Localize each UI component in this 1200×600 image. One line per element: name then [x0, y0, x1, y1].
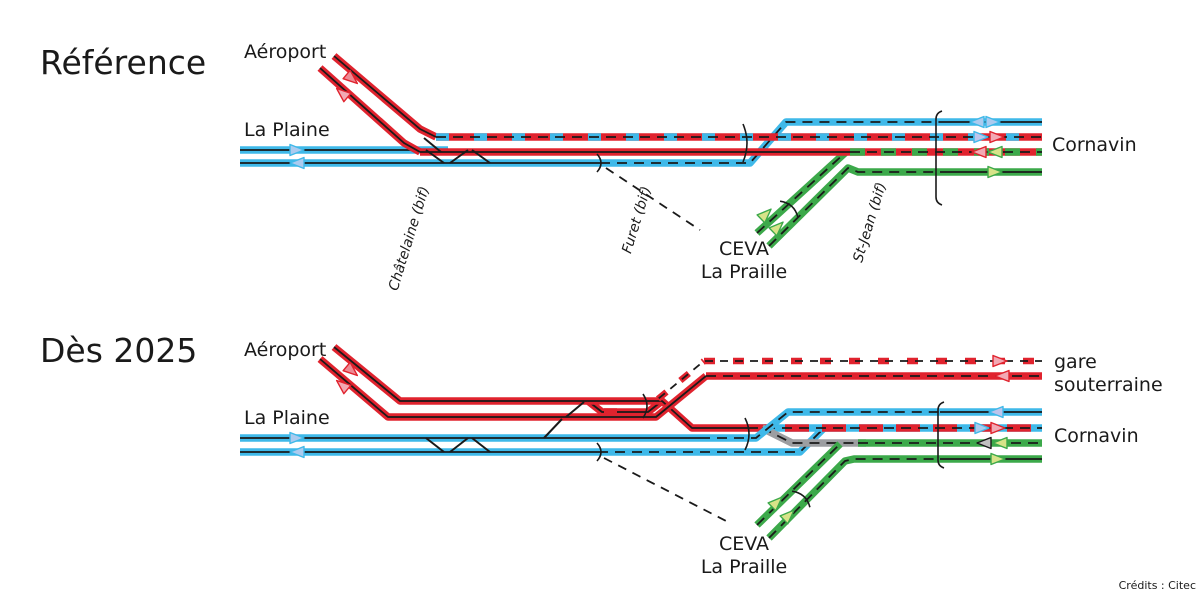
f25-mid-mark [744, 417, 750, 451]
ref-aero-up-arrow-icon [335, 87, 352, 103]
label-laplaine-top: La Plaine [244, 119, 330, 141]
f25-station-mark [937, 401, 945, 469]
title-2025: Dès 2025 [40, 331, 197, 370]
title-reference: Référence [40, 43, 206, 82]
f25-c2-red-arrow-icon [990, 421, 1006, 435]
f25-ceva-up-2-arrow-icon [779, 509, 795, 525]
f25-red-upper-cont-centerline [588, 400, 750, 429]
ref-red-diag-upper-centerline [333, 55, 437, 138]
ref-aero-down-arrow-icon [342, 69, 359, 85]
f25-red-diag-lower-centerline [319, 358, 707, 418]
f25-green-diag-b-centerline [768, 458, 940, 539]
f25-c4-green-arrow-icon [990, 452, 1006, 466]
f25-ceva-pointer [603, 457, 729, 523]
f25-blue-lower-dash-centerline [598, 427, 825, 453]
f25-green-diag-b [766, 455, 940, 541]
label-aeroport-top: Aéroport [244, 41, 326, 63]
ref-l1-left-arrow-icon [969, 115, 985, 129]
f25-stjean-mark [791, 490, 811, 508]
label-aeroport-bot: Aéroport [244, 339, 326, 361]
ref-stjean-mark [779, 200, 799, 218]
label-ceva-bot-1: CEVA [719, 533, 769, 555]
f25-gare1-right-arrow-icon [992, 354, 1008, 368]
f25-x4-crossover [543, 418, 563, 439]
f25-x5-crossover [565, 401, 585, 418]
ref-station-mark [935, 110, 943, 206]
label-stjean: St-Jean (bif) [850, 180, 889, 264]
f25-c2-blue-arrow-icon [974, 421, 990, 435]
ref-x3-crossover [471, 149, 491, 164]
ref-l2-red-arrow-icon [989, 130, 1005, 144]
ref-mid-mark [742, 123, 748, 163]
ref-green-diag-a-centerline [756, 151, 847, 234]
ref-green-diag-b [766, 164, 940, 249]
ref-l1-right-arrow-icon [985, 115, 1001, 129]
label-cornavin-bot: Cornavin [1054, 425, 1139, 447]
f25-red-loop-centerline [587, 400, 663, 413]
label-cornavin-top: Cornavin [1052, 134, 1137, 156]
f25-c3-green-arrow-icon [992, 436, 1008, 450]
ref-x2-crossover [449, 149, 469, 164]
label-ceva-bot-2: La Praille [701, 556, 787, 578]
ref-ceva-pointer [605, 167, 701, 231]
ref-l3-red-arrow-icon [971, 145, 987, 159]
f25-red-diag-upper [331, 344, 588, 405]
f25-laplaine-r-arrow-icon [289, 431, 305, 445]
ref-laplaine-l-arrow-icon [289, 156, 305, 170]
ref-l4-green-arrow-icon [987, 165, 1003, 179]
ref-green-diag-b-centerline [768, 167, 940, 247]
f25-gray-link [760, 424, 866, 447]
ref-laplaine-r-arrow-icon [289, 143, 305, 157]
ref-furet-mark [596, 153, 602, 173]
label-laplaine-bot: La Plaine [244, 407, 330, 429]
f25-c1-left-arrow-icon [988, 405, 1004, 419]
label-furet: Furet (bif) [619, 184, 655, 255]
label-gare-2: souterraine [1054, 374, 1163, 396]
f25-dash-diag [655, 358, 707, 402]
f25-x1-crossover [425, 437, 445, 453]
f25-blue-upper-dash-centerline [700, 411, 940, 439]
f25-aero-down-arrow-icon [342, 361, 359, 377]
ref-l2-blue-arrow-icon [973, 130, 989, 144]
label-chatelaine: Châtelaine (bif) [386, 184, 433, 292]
f25-red-diag-upper-centerline [333, 346, 588, 402]
f25-loop-mark [642, 393, 648, 419]
ref-blue-lower-dash [600, 118, 940, 167]
label-ceva-top-1: CEVA [719, 238, 769, 260]
f25-ceva-up-1-arrow-icon [767, 496, 783, 512]
credits: Crédits : Citec [1119, 579, 1196, 592]
ref-ceva-up-2-arrow-icon [768, 221, 784, 237]
f25-x3-crossover [471, 437, 491, 453]
ref-x1-crossover [425, 149, 445, 164]
ref-x4-crossover [423, 137, 442, 153]
f25-dash-diag-centerline [657, 360, 705, 400]
label-gare-1: gare [1054, 351, 1097, 373]
f25-aero-up-arrow-icon [335, 379, 352, 395]
ref-ceva-up-1-arrow-icon [756, 208, 772, 224]
f25-green-diag-a-centerline [756, 443, 841, 526]
f25-c3-gray-arrow-icon [976, 436, 992, 450]
f25-laplaine-l-arrow-icon [289, 445, 305, 459]
label-ceva-top-2: La Praille [701, 261, 787, 283]
ref-blue-lower-dash-centerline [600, 121, 940, 164]
f25-furet-mark [596, 442, 602, 462]
ref-l3-green-arrow-icon [987, 145, 1003, 159]
f25-x2-crossover [449, 437, 469, 453]
f25-gare2-left-arrow-icon [994, 369, 1010, 383]
